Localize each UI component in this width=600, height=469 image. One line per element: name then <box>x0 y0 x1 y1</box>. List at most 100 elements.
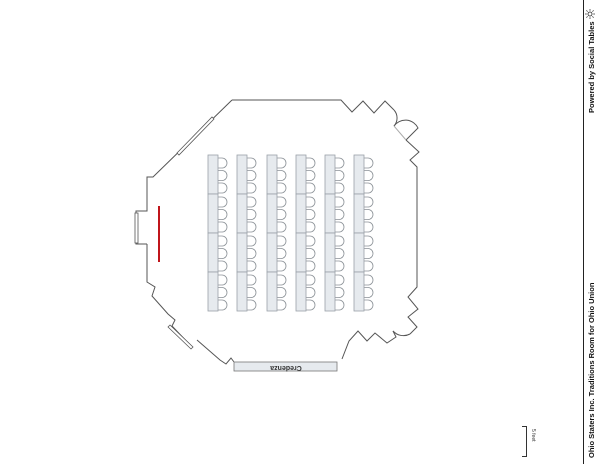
table[interactable] <box>207 193 228 234</box>
chair[interactable] <box>218 248 228 259</box>
table[interactable] <box>236 232 257 273</box>
table[interactable] <box>353 232 374 273</box>
chair[interactable] <box>364 235 374 247</box>
chair[interactable] <box>247 196 257 208</box>
table[interactable] <box>353 271 374 312</box>
chair[interactable] <box>335 274 345 286</box>
chair[interactable] <box>218 299 228 311</box>
chair[interactable] <box>218 260 228 272</box>
table[interactable] <box>324 232 345 273</box>
chair[interactable] <box>218 287 228 298</box>
table[interactable] <box>236 271 257 312</box>
table[interactable] <box>266 154 287 195</box>
chair[interactable] <box>335 196 345 208</box>
chair[interactable] <box>335 235 345 247</box>
chair[interactable] <box>277 170 287 181</box>
chair[interactable] <box>218 235 228 247</box>
chair[interactable] <box>335 248 345 259</box>
chair[interactable] <box>306 157 316 169</box>
chair[interactable] <box>364 274 374 286</box>
chair[interactable] <box>364 196 374 208</box>
table[interactable] <box>236 193 257 234</box>
chair[interactable] <box>218 209 228 220</box>
table[interactable] <box>324 193 345 234</box>
chair[interactable] <box>277 182 287 194</box>
chair[interactable] <box>277 274 287 286</box>
chair[interactable] <box>364 170 374 181</box>
chair[interactable] <box>247 221 257 233</box>
chair[interactable] <box>306 221 316 233</box>
credenza[interactable]: Credenza <box>233 361 338 372</box>
chair[interactable] <box>218 221 228 233</box>
table[interactable] <box>324 154 345 195</box>
chair[interactable] <box>306 299 316 311</box>
chair[interactable] <box>247 248 257 259</box>
chair[interactable] <box>247 274 257 286</box>
chair[interactable] <box>247 260 257 272</box>
chair[interactable] <box>218 157 228 169</box>
chair[interactable] <box>277 287 287 298</box>
chair[interactable] <box>364 209 374 220</box>
chair[interactable] <box>335 170 345 181</box>
table[interactable] <box>266 271 287 312</box>
chair[interactable] <box>247 170 257 181</box>
chair[interactable] <box>306 287 316 298</box>
table[interactable] <box>295 271 316 312</box>
chair[interactable] <box>247 235 257 247</box>
chair[interactable] <box>247 157 257 169</box>
table[interactable] <box>353 193 374 234</box>
chair[interactable] <box>218 196 228 208</box>
table[interactable] <box>295 232 316 273</box>
chair[interactable] <box>364 248 374 259</box>
table[interactable] <box>207 154 228 195</box>
chair[interactable] <box>277 157 287 169</box>
table[interactable] <box>207 271 228 312</box>
chair[interactable] <box>277 196 287 208</box>
chair[interactable] <box>306 260 316 272</box>
credenza-label: Credenza <box>270 364 302 371</box>
table[interactable] <box>236 154 257 195</box>
table[interactable] <box>353 154 374 195</box>
chair[interactable] <box>247 209 257 220</box>
chair[interactable] <box>364 182 374 194</box>
chair[interactable] <box>306 248 316 259</box>
scale-label: 5 feet <box>530 429 536 442</box>
table[interactable] <box>266 232 287 273</box>
chair[interactable] <box>247 182 257 194</box>
table[interactable] <box>207 232 228 273</box>
chair[interactable] <box>335 260 345 272</box>
chair[interactable] <box>306 182 316 194</box>
chair[interactable] <box>277 260 287 272</box>
chair[interactable] <box>218 170 228 181</box>
chair[interactable] <box>218 182 228 194</box>
chair[interactable] <box>277 221 287 233</box>
chair[interactable] <box>335 287 345 298</box>
table[interactable] <box>295 193 316 234</box>
chair[interactable] <box>335 157 345 169</box>
chair[interactable] <box>364 221 374 233</box>
chair[interactable] <box>277 235 287 247</box>
chair[interactable] <box>277 248 287 259</box>
chair[interactable] <box>277 209 287 220</box>
chair[interactable] <box>306 209 316 220</box>
chair[interactable] <box>364 299 374 311</box>
chair[interactable] <box>306 274 316 286</box>
chair[interactable] <box>306 235 316 247</box>
table[interactable] <box>324 271 345 312</box>
chair[interactable] <box>218 274 228 286</box>
chair[interactable] <box>364 157 374 169</box>
chair[interactable] <box>277 299 287 311</box>
chair[interactable] <box>306 170 316 181</box>
chair[interactable] <box>335 299 345 311</box>
table[interactable] <box>295 154 316 195</box>
chair[interactable] <box>364 260 374 272</box>
chair[interactable] <box>247 287 257 298</box>
chair[interactable] <box>335 209 345 220</box>
chair[interactable] <box>364 287 374 298</box>
chair[interactable] <box>247 299 257 311</box>
chair[interactable] <box>306 196 316 208</box>
chair[interactable] <box>335 221 345 233</box>
chair[interactable] <box>335 182 345 194</box>
table[interactable] <box>266 193 287 234</box>
